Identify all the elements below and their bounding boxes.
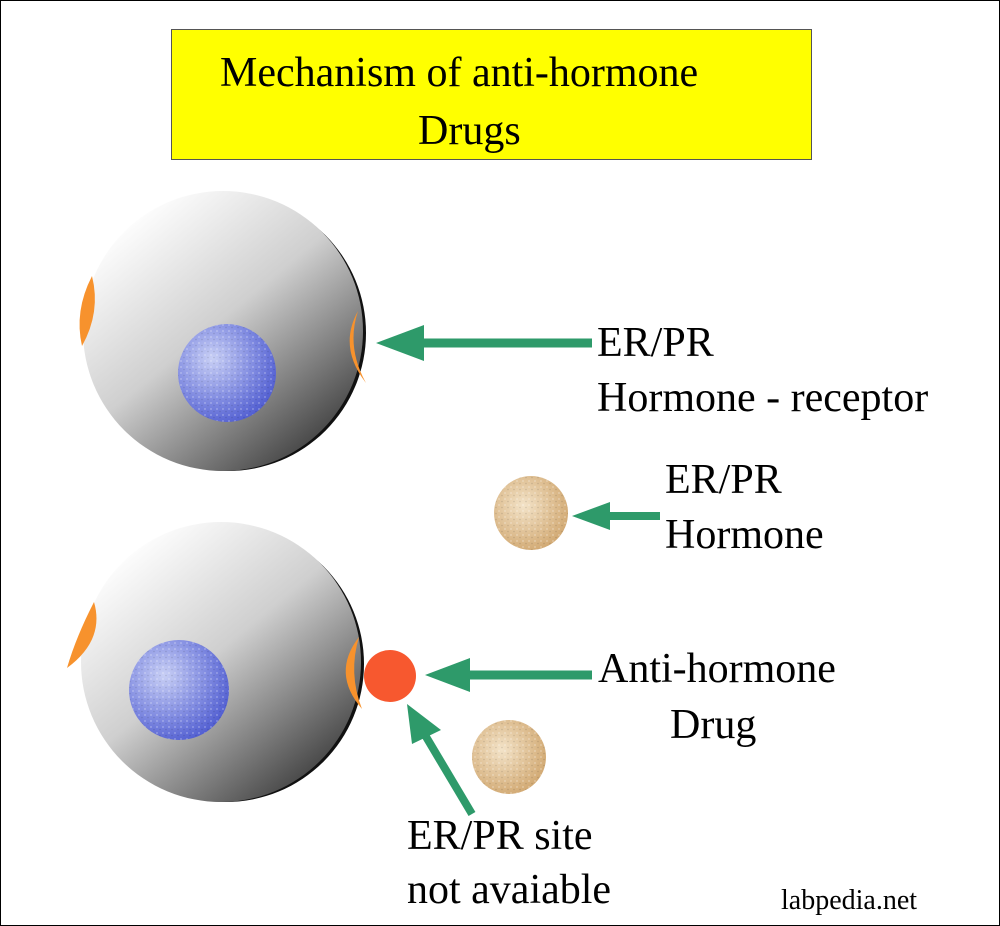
cell-bottom [67, 522, 364, 802]
label-site-line-2: not avaiable [407, 867, 612, 913]
cell-bottom-body [81, 522, 361, 802]
arrow-hormone [572, 502, 660, 530]
label-drug-line-2: Drug [670, 702, 757, 748]
label-receptor-line-2: Hormone - receptor [597, 375, 929, 421]
credit-watermark: labpedia.net [781, 885, 918, 916]
receptor-top-right [349, 311, 366, 383]
arrow-site [407, 704, 476, 817]
receptor-bottom-left [67, 602, 97, 668]
receptor-top-left [79, 276, 95, 346]
title-line-1: Mechanism of anti-hormone [220, 50, 699, 96]
anti-hormone-drug [364, 650, 416, 702]
label-receptor-line-1: ER/PR [597, 320, 714, 366]
hormone-free-upper [494, 476, 568, 550]
label-hormone-line-1: ER/PR [665, 457, 782, 503]
label-hormone-line-2: Hormone [665, 512, 824, 558]
arrow-receptor [376, 325, 592, 361]
receptor-bottom-right [345, 637, 362, 709]
cell-top [79, 191, 366, 471]
title-box: Mechanism of anti-hormone Drugs [171, 29, 812, 160]
label-drug-line-1: Anti-hormone [598, 646, 836, 692]
title-line-2: Drugs [418, 108, 521, 154]
label-site-line-1: ER/PR site [407, 813, 593, 859]
arrow-drug [425, 658, 592, 692]
hormone-free-lower [472, 720, 546, 794]
